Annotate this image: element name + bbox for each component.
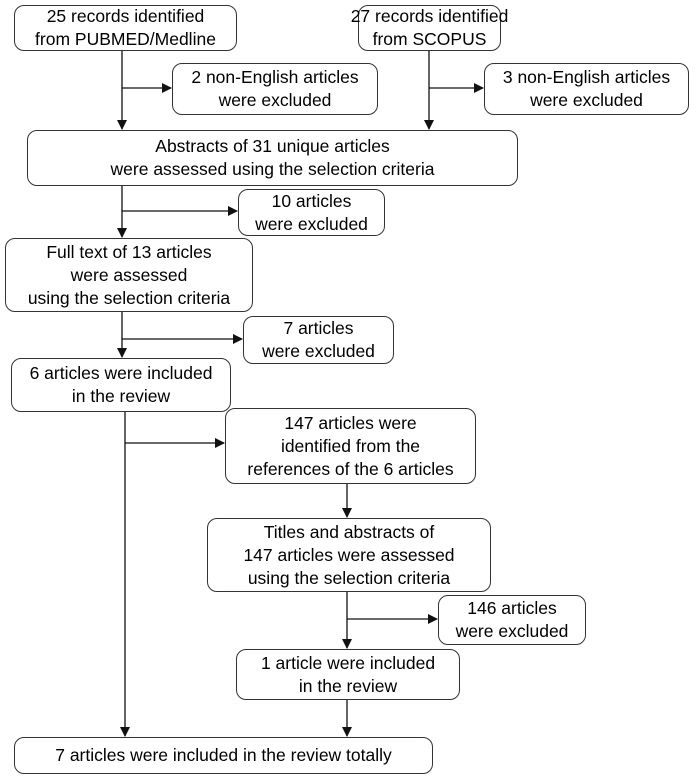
box-text-line: 147 articles were: [284, 412, 417, 433]
abstracts-assessed-box: Abstracts of 31 unique articles were asse…: [27, 130, 518, 186]
box-text-line: 147 articles were assessed: [243, 544, 455, 565]
box-text-line: from SCOPUS: [372, 29, 487, 49]
box-text-line: were excluded: [530, 90, 643, 110]
box-text-line: were assessed using the selection criter…: [110, 159, 435, 179]
box-text-line: identified from the: [280, 435, 421, 456]
scopus-exclusion-box: 3 non-English articles were excluded: [484, 63, 689, 115]
box-text-line: 7 articles: [283, 318, 354, 338]
box-text-line: were excluded: [455, 621, 569, 641]
pubmed-records-box: 25 records identified from PUBMED/Medline: [14, 5, 237, 51]
box-text-line: were excluded: [255, 213, 368, 234]
box-text-line: 27 records identified: [350, 6, 509, 26]
box-text-line: from PUBMED/Medline: [35, 29, 216, 49]
included-six-box: 6 articles were included in the review: [11, 358, 231, 412]
pubmed-exclusion-box: 2 non-English articles were excluded: [172, 63, 378, 115]
total-included-box: 7 articles were included in the review t…: [14, 737, 433, 774]
box-text-line: were excluded: [218, 90, 332, 110]
box-text-line: references of the 6 articles: [247, 458, 454, 479]
box-text-line: were assessed: [70, 264, 188, 285]
box-text-line: 146 articles: [467, 598, 557, 618]
box-text-line: Full text of 13 articles: [46, 241, 212, 262]
titles-exclusion-box: 146 articles were excluded: [438, 595, 586, 645]
box-text-line: 1 article were included: [260, 652, 436, 673]
box-text-line: using the selection criteria: [247, 567, 451, 588]
box-text-line: Abstracts of 31 unique articles: [155, 136, 390, 156]
box-text-line: 10 articles: [271, 190, 352, 211]
box-text-line: in the review: [71, 386, 171, 406]
box-text-line: were excluded: [262, 341, 375, 361]
box-text-line: 7 articles were included in the review t…: [55, 745, 392, 765]
box-text-line: 3 non-English articles: [502, 67, 671, 87]
box-text-line: 6 articles were included: [29, 363, 213, 383]
box-text-line: in the review: [298, 675, 398, 696]
fulltext-exclusion-box: 7 articles were excluded: [243, 316, 394, 364]
box-text-line: using the selection criteria: [27, 287, 231, 308]
box-text-line: 2 non-English articles: [191, 67, 359, 87]
box-text-line: 25 records identified: [46, 6, 205, 26]
scopus-records-box: 27 records identified from SCOPUS: [351, 5, 508, 51]
box-text-line: Titles and abstracts of: [263, 521, 435, 542]
